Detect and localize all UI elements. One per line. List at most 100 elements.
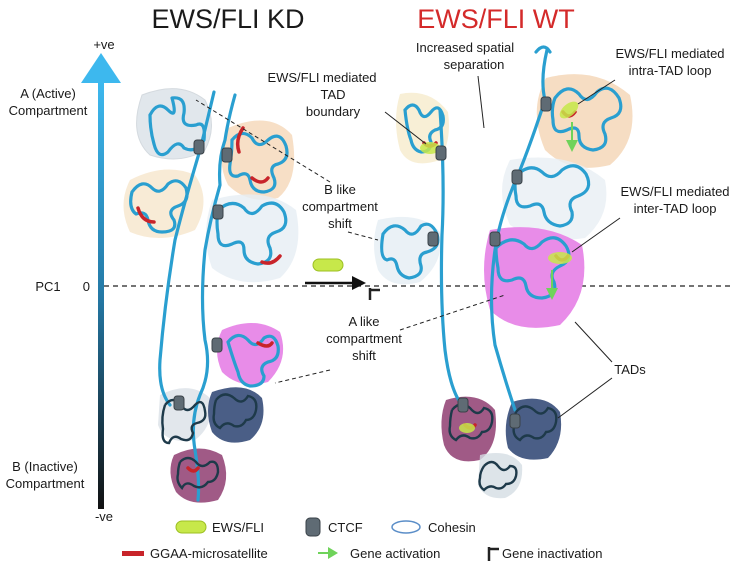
kd-ctcf-4 [211,337,223,353]
legend-inactivation-label: Gene inactivation [502,546,602,561]
kd-loop-left [129,179,189,234]
kd-dense-purple [176,456,220,491]
kd-ctcf-2 [221,147,233,163]
ptr-ashift-a [274,369,331,384]
kd-dense-navy [212,393,258,430]
kd-ctcf-3 [212,204,224,220]
legend-ewsfli-swatch [175,520,207,534]
axis-gradient-bar [98,82,104,509]
axis-top-label: +ve [93,37,114,52]
wt-loop-pink [494,236,571,300]
wt-activation-2 [546,288,558,300]
wt-loop-white [513,164,591,228]
a-compartment-line1: A (Active) [20,86,76,101]
ptr-tads-b [557,377,613,419]
ptr-boundary [384,111,427,145]
ann-tad-boundary-1: EWS/FLI mediated [267,70,376,85]
title-wt: EWS/FLI WT [417,4,575,34]
wt-ctcf-5 [489,231,501,247]
wt-ewsfli-inter [548,252,572,264]
legend-activation-label: Gene activation [350,546,440,561]
b-compartment-line2: Compartment [6,476,85,491]
ann-a-shift-3: shift [352,348,376,363]
transition-ewsfli-pill [312,258,344,272]
wt-tad-lower-left [374,216,441,285]
wt-loop-lower-left [380,222,440,280]
wt-tad-white [502,157,607,240]
wt-chromatin [368,45,633,499]
zero-label: 0 [83,279,90,294]
ann-b-shift-3: shift [328,216,352,231]
pc1-axis: +ve -ve A (Active) Compartment B (Inacti… [6,37,121,524]
wt-ewsfli-intra [559,101,579,119]
wt-loop-tall [403,103,445,154]
ann-tads: TADs [614,362,646,377]
ptr-bshift-b [347,231,379,241]
pc1-label: PC1 [35,279,60,294]
wt-loop-peach [550,86,623,152]
wt-fiber-left [438,108,464,407]
legend-cohesin-swatch [391,520,421,534]
kd-chromatin [123,88,299,503]
kd-tad-pink [217,322,284,385]
kd-loop-pink [226,333,280,388]
ptr-tads-a [574,321,613,363]
kd-ctcf-5 [173,395,185,411]
ann-increased-sep-1: Increased spatial [416,40,514,55]
ann-b-shift-1: B like [324,182,356,197]
ptr-bshift-a [195,99,331,183]
kd-ggaa-3 [136,206,156,224]
wt-dense-grey [478,460,518,492]
kd-ggaa-2 [250,176,270,184]
legend-inactivation-swatch [487,547,499,561]
axis-arrow-head [81,53,121,83]
kd-ggaa-6 [186,466,200,473]
ann-a-shift-2: compartment [326,331,402,346]
title-kd: EWS/FLI KD [151,4,304,34]
ann-a-shift-1: A like [348,314,379,329]
wt-dense-navy [512,405,558,442]
wt-dense-purple [448,403,494,442]
wt-activation-1 [566,140,578,152]
wt-ctcf-4 [427,231,439,247]
kd-fiber-main [191,93,237,502]
legend-cohesin-label: Cohesin [428,520,476,535]
wt-ctcf-3 [511,169,523,185]
legend: EWS/FLI CTCF Cohesin GGAA-microsatellite… [122,517,602,561]
legend-ewsfli-label: EWS/FLI [212,520,264,535]
ann-inter-loop-2: inter-TAD loop [634,201,717,216]
ann-inter-loop-1: EWS/FLI mediated [620,184,729,199]
ann-tad-boundary-3: boundary [306,104,361,119]
wt-tail-top [534,45,552,54]
kd-loop-peach [228,131,289,194]
kd-ggaa-1 [235,126,245,154]
ann-increased-sep-2: separation [444,57,505,72]
b-compartment-line1: B (Inactive) [12,459,78,474]
wt-ctcf-6 [457,397,469,413]
wt-ewsfli-purple [459,423,475,433]
axis-bottom-label: -ve [95,509,113,524]
legend-ctcf-label: CTCF [328,520,363,535]
kd-tad-navy [208,387,264,443]
kd-loop-mid [215,201,288,266]
legend-ctcf-swatch [305,517,321,537]
ann-b-shift-2: compartment [302,199,378,214]
wt-ctcf-2 [540,96,552,112]
kd-loop-top [148,96,206,157]
kd-ctcf-1 [193,139,205,155]
ptr-increased [477,75,485,129]
legend-activation-swatch [328,547,338,559]
wt-tad-navy [505,398,562,460]
legend-ggaa-label: GGAA-microsatellite [150,546,268,561]
ann-tad-boundary-2: TAD [320,87,345,102]
kd-dense-grey [161,398,207,445]
a-compartment-line2: Compartment [9,103,88,118]
wt-tad-peach [536,74,633,168]
ann-intra-loop-1: EWS/FLI mediated [615,46,724,61]
ann-intra-loop-2: intra-TAD loop [629,63,712,78]
legend-ggaa-swatch [122,551,144,556]
transition-arrow-head [352,276,366,290]
wt-ctcf-1 [435,145,447,161]
wt-ewsfli-boundary [420,142,440,154]
